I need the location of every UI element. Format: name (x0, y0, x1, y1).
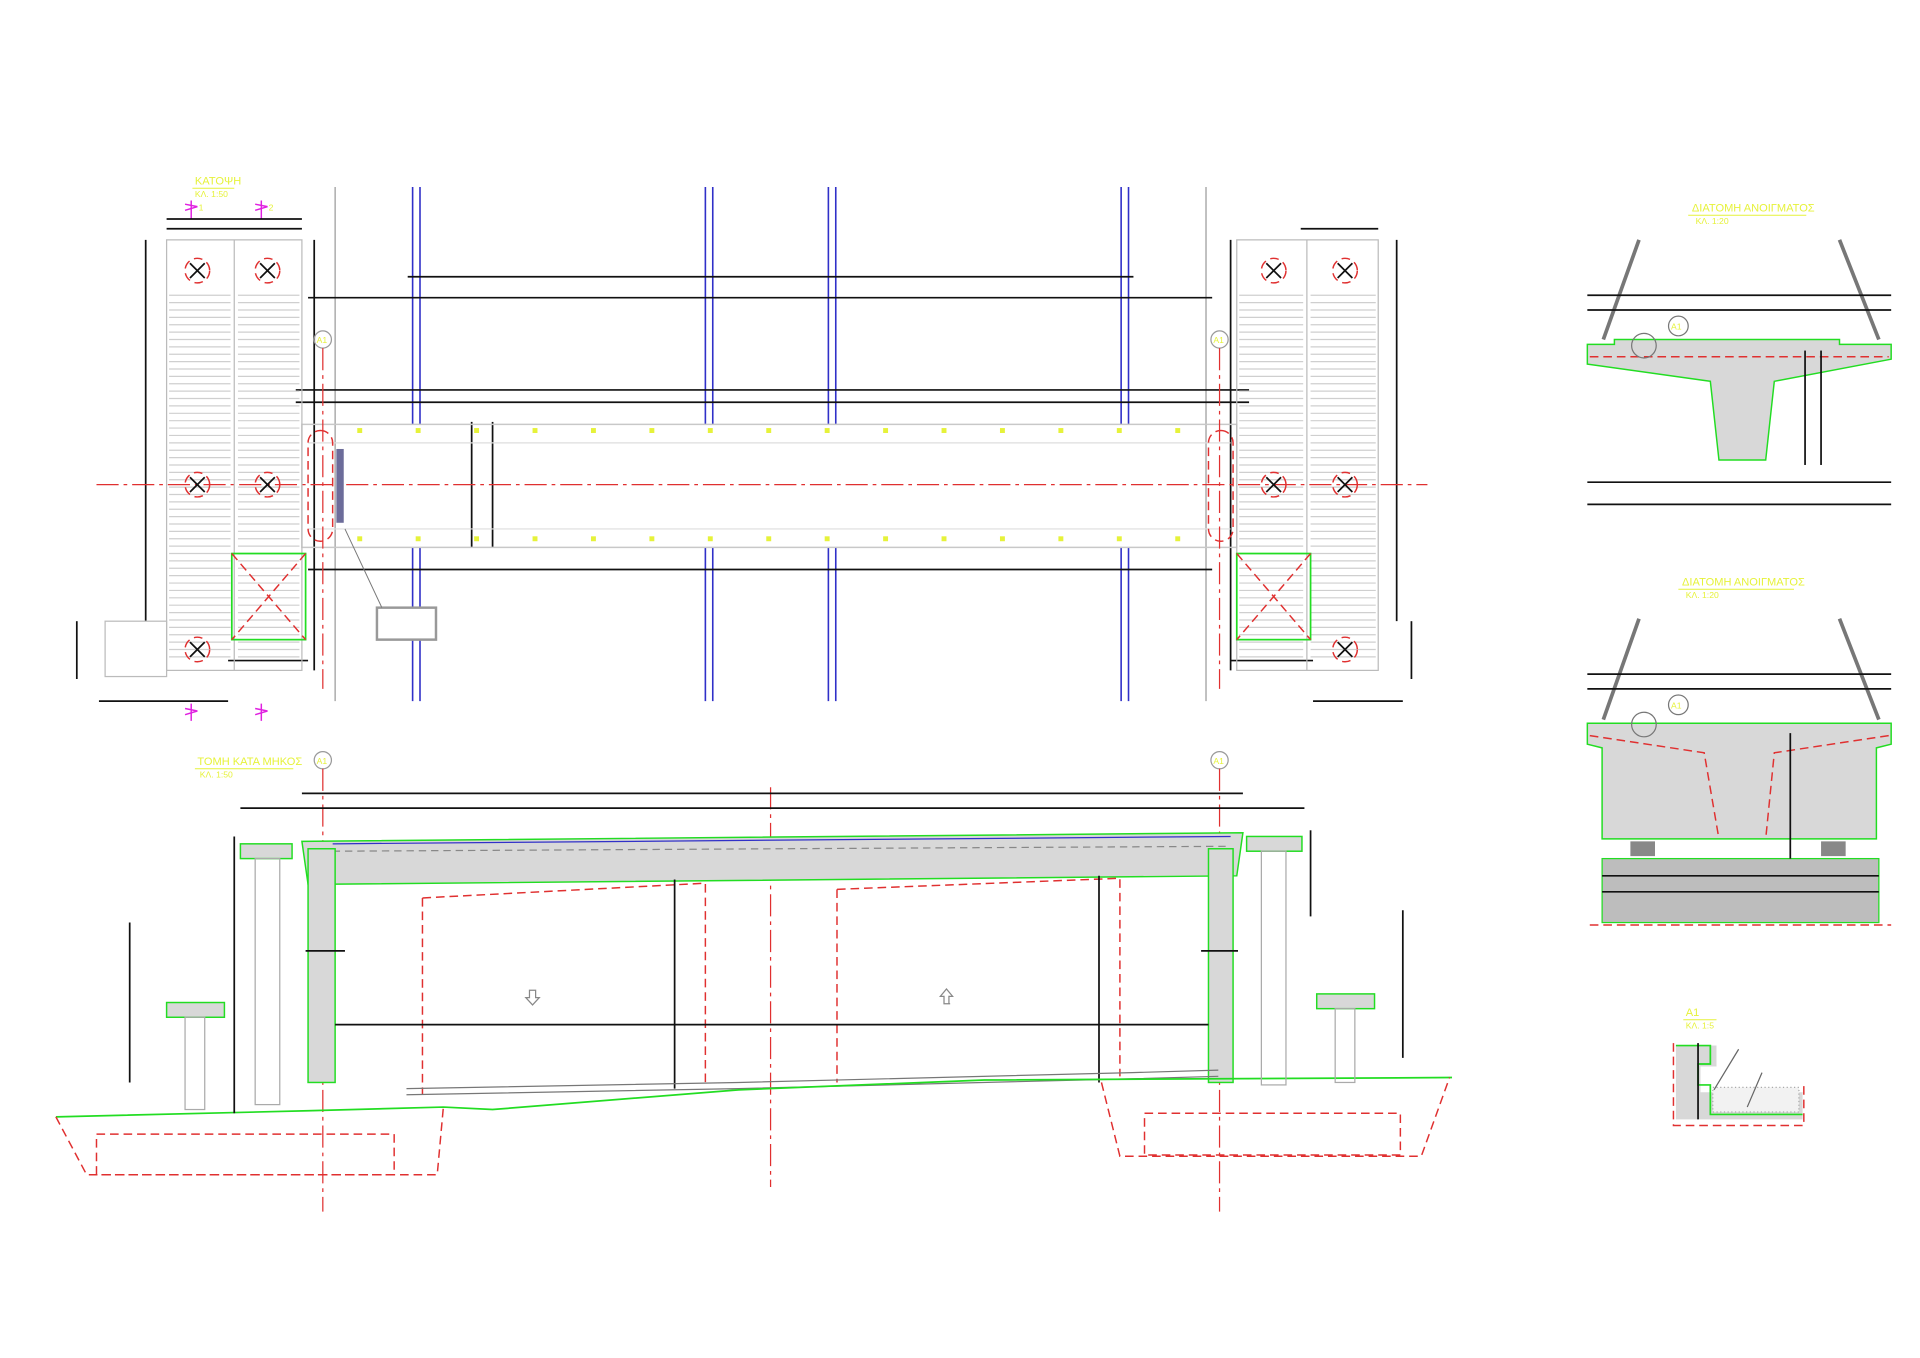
plan-scale: ΚΛ. 1:50 (195, 189, 228, 199)
left-stair-section (128, 836, 293, 1114)
column-footings (184, 257, 1359, 663)
plan-title: ΚΑΤΟΨΗ (195, 176, 241, 188)
right-stair-plan (1236, 239, 1379, 672)
section-scale: ΚΛ. 1:50 (200, 769, 233, 779)
cross-section-1: ΔΙΑΤΟΜΗ ΑΝΟΙΓΜΑΤΟΣ ΚΛ. 1:20 Α1 (1586, 203, 1892, 506)
svg-text:Α1: Α1 (317, 756, 328, 766)
svg-text:Α1: Α1 (1213, 756, 1224, 766)
right-pier (1207, 848, 1234, 1084)
cross-section-scale: ΚΛ. 1:20 (1696, 216, 1729, 226)
bolt-marks (357, 428, 1181, 542)
longitudinal-section: ΤΟΜΗ ΚΑΤΑ ΜΗΚΟΣ ΚΛ. 1:50 Α1 Α1 (55, 750, 1453, 1212)
left-pier (307, 848, 336, 1084)
note-box (375, 606, 438, 641)
cross-section-2: ΔΙΑΤΟΜΗ ΑΝΟΙΓΜΑΤΟΣ ΚΛ. 1:20 Α1 (1586, 577, 1892, 926)
right-stair-section (1245, 830, 1404, 1086)
foundations (55, 1077, 1451, 1176)
landing-squares (230, 552, 1312, 641)
detail-title: Α1 (1686, 1007, 1700, 1019)
cross-section-title: ΔΙΑΤΟΜΗ ΑΝΟΙΓΜΑΤΟΣ (1682, 577, 1805, 589)
ground-line (55, 1076, 1453, 1118)
svg-text:Α1: Α1 (317, 335, 328, 345)
rail-lines (411, 186, 1130, 702)
detail-scale: ΚΛ. 1:5 (1686, 1020, 1714, 1030)
svg-text:1: 1 (199, 202, 204, 212)
plan-dimensions (75, 218, 1413, 703)
plan-view: ΚΑΤΟΨΗ ΚΛ. 1:50 1 2 (75, 176, 1428, 721)
section-mark-1: 1 (184, 200, 204, 721)
left-stair-plan (104, 239, 303, 678)
arrow-down-icon (524, 989, 541, 1006)
deck-section (301, 832, 1244, 886)
section-title: ΤΟΜΗ ΚΑΤΑ ΜΗΚΟΣ (197, 756, 302, 768)
cross-section-title: ΔΙΑΤΟΜΗ ΑΝΟΙΓΜΑΤΟΣ (1692, 203, 1815, 215)
section-mark-2: 2 (254, 200, 274, 721)
arrow-up-icon (939, 988, 954, 1005)
cross-section-scale: ΚΛ. 1:20 (1686, 590, 1719, 600)
svg-text:Α1: Α1 (1671, 322, 1682, 332)
detail-a1: Α1 ΚΛ. 1:5 (1672, 1007, 1805, 1127)
svg-text:Α1: Α1 (1213, 335, 1224, 345)
svg-text:Α1: Α1 (1671, 701, 1682, 711)
svg-text:2: 2 (269, 202, 274, 212)
drain-channel (336, 448, 344, 523)
